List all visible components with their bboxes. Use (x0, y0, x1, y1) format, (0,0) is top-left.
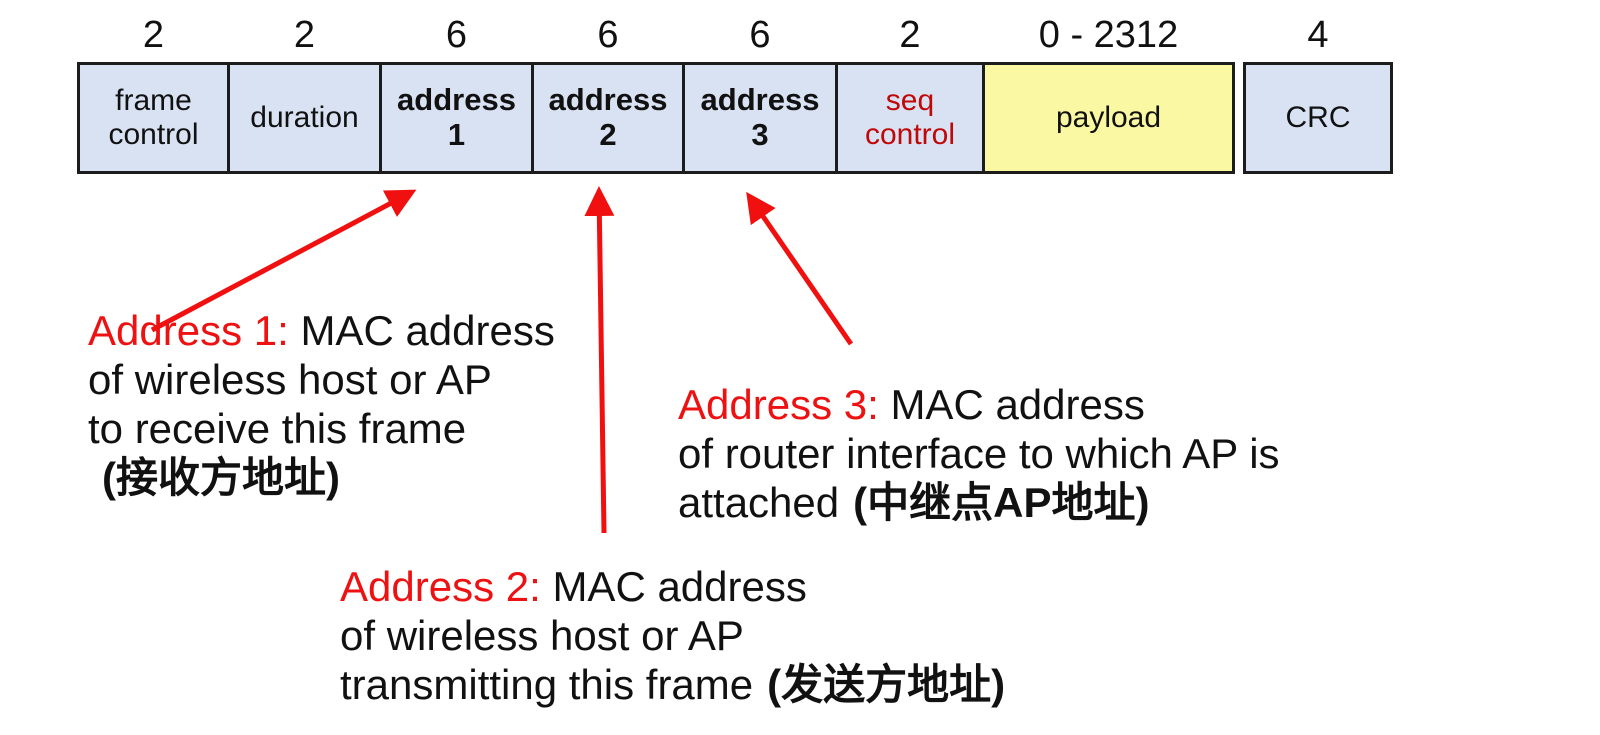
size-label-duration: 2 (293, 14, 316, 56)
annotation-label: Address 3: (678, 381, 879, 428)
annotation-line: Address 1: MAC address (88, 306, 555, 355)
field-label: CRC (1285, 101, 1351, 135)
field-label: seq control (864, 84, 956, 151)
field-crc: CRC (1243, 62, 1393, 174)
size-label-address-2: 6 (597, 14, 619, 56)
annotation-text: MAC address (540, 563, 807, 610)
field-address-3: address 3 (682, 62, 838, 174)
annotation-text: attached (678, 479, 840, 526)
field-duration: duration (227, 62, 382, 174)
annotation-line: of wireless host or AP (340, 612, 744, 659)
size-label-address-1: 6 (445, 14, 468, 56)
annotation-line: Address 3: MAC address (678, 380, 1280, 429)
annotation-line-chinese: (接收方地址) (102, 454, 340, 501)
annotation-label: Address 2: (340, 563, 541, 610)
field-label: frame control (108, 84, 199, 151)
annotation-address-2: Address 2: MAC address of wireless host … (340, 562, 1005, 709)
annotation-text: transmitting this frame (340, 661, 754, 708)
annotation-address-1: Address 1: MAC address of wireless host … (88, 306, 555, 502)
field-seq-control: seq control (835, 62, 985, 174)
size-label-seq-control: 2 (899, 14, 921, 56)
field-label: payload (1055, 101, 1162, 135)
field-frame-control: frame control (77, 62, 230, 174)
size-label-payload: 0 - 2312 (1038, 14, 1179, 56)
annotation-line: attached (中继点AP地址) (678, 478, 1280, 527)
field-label: address 2 (548, 82, 668, 152)
field-payload: payload (982, 62, 1235, 174)
annotation-text-chinese: (中继点AP地址) (853, 479, 1150, 526)
annotation-text: MAC address (878, 381, 1145, 428)
field-address-1: address 1 (379, 62, 534, 174)
annotation-line: transmitting this frame (发送方地址) (340, 660, 1005, 709)
annotation-line: to receive this frame (88, 405, 467, 452)
annotation-line: Address 2: MAC address (340, 562, 1005, 611)
field-label: address 3 (700, 82, 820, 152)
annotation-line: of wireless host or AP (88, 356, 492, 403)
annotation-line: of router interface to which AP is (678, 430, 1280, 477)
annotation-label: Address 1: (88, 307, 289, 354)
size-label-crc: 4 (1307, 14, 1329, 56)
field-label: address 1 (397, 82, 516, 152)
field-address-2: address 2 (531, 62, 685, 174)
size-label-address-3: 6 (749, 14, 771, 56)
annotation-address-3: Address 3: MAC address of router interfa… (678, 380, 1280, 527)
size-label-frame-control: 2 (142, 14, 165, 56)
arrow-address-2-icon (584, 186, 615, 534)
arrow-address-3-icon (746, 191, 854, 346)
annotation-text: MAC address (288, 307, 555, 354)
field-label: duration (250, 101, 359, 135)
annotation-text-chinese: (发送方地址) (767, 661, 1006, 708)
